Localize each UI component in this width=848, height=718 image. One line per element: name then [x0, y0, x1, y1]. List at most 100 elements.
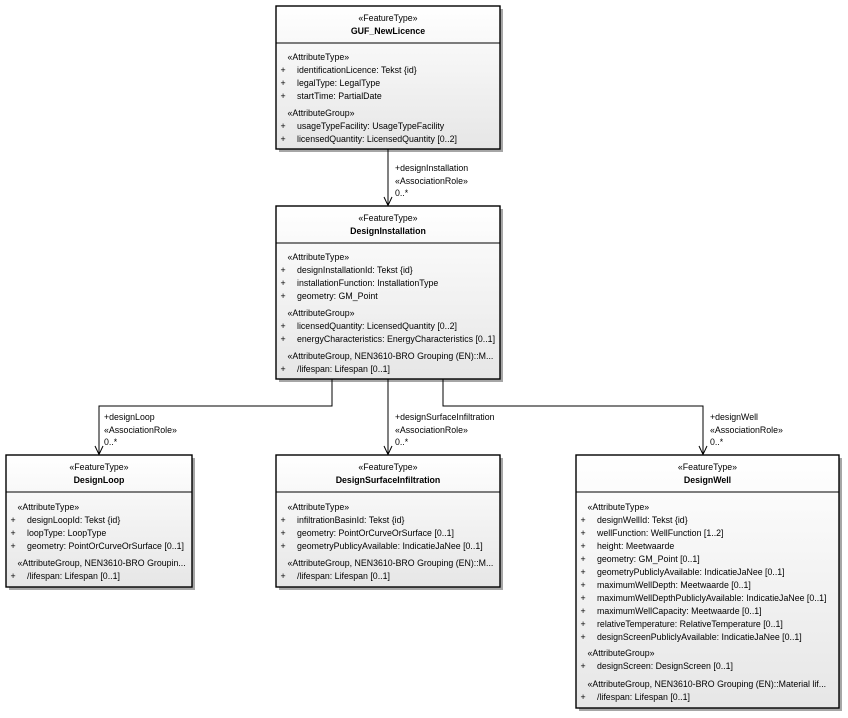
association-line [442, 379, 704, 455]
attribute-group-header: «AttributeType» [288, 502, 350, 512]
attribute-group-header: «AttributeType» [588, 502, 650, 512]
attribute: height: Meetwaarde [597, 541, 674, 551]
class-stereotype: «FeatureType» [358, 462, 417, 472]
attribute: legalType: LegalType [297, 78, 380, 88]
association-multiplicity-label: 0..* [395, 437, 409, 447]
attribute: geometryPublicyAvailable: IndicatieJaNee… [297, 541, 483, 551]
association-stereotype-label: «AssociationRole» [710, 425, 783, 435]
association-design-well[interactable]: +designWell «AssociationRole» 0..* [442, 379, 783, 456]
navigability-arrowhead [383, 445, 393, 456]
attribute-visibility: + [581, 692, 586, 702]
attribute-visibility: + [281, 571, 286, 581]
attribute: designLoopId: Tekst {id} [27, 515, 120, 525]
association-design-surface-infiltration[interactable]: +designSurfaceInfiltration «AssociationR… [383, 379, 495, 456]
attribute: energyCharacteristics: EnergyCharacteris… [297, 334, 495, 344]
class-name: DesignWell [684, 475, 731, 485]
attribute-group-header: «AttributeGroup, NEN3610-BRO Groupin... [18, 558, 186, 568]
association-stereotype-label: «AssociationRole» [395, 425, 468, 435]
class-frame [575, 454, 840, 709]
attribute-visibility: + [281, 528, 286, 538]
attribute-visibility: + [281, 515, 286, 525]
attribute-visibility: + [11, 541, 16, 551]
attribute-group-header: «AttributeGroup» [588, 648, 655, 658]
attribute-visibility: + [281, 121, 286, 131]
attribute-visibility: + [281, 364, 286, 374]
attribute: designScreenPubliclyAvailable: Indicatie… [597, 632, 802, 642]
attribute: geometry: GM_Point [297, 291, 378, 301]
attribute-group-header: «AttributeType» [288, 252, 350, 262]
navigability-arrowhead [94, 445, 104, 456]
attribute: identificationLicence: Tekst {id} [297, 65, 417, 75]
class-box-design-surface-infiltration[interactable]: «FeatureType» DesignSurfaceInfiltration … [275, 454, 503, 590]
class-frame [275, 205, 501, 380]
attribute-visibility: + [581, 567, 586, 577]
attribute: /lifespan: Lifespan [0..1] [27, 571, 120, 581]
attribute-visibility: + [581, 554, 586, 564]
attribute: licensedQuantity: LicensedQuantity [0..2… [297, 321, 457, 331]
association-design-loop[interactable]: +designLoop «AssociationRole» 0..* [94, 379, 333, 456]
attribute-visibility: + [581, 606, 586, 616]
association-role-label: +designWell [710, 412, 758, 422]
attribute-visibility: + [281, 134, 286, 144]
class-frame [5, 454, 193, 588]
attribute: usageTypeFacility: UsageTypeFacility [297, 121, 445, 131]
attribute-visibility: + [581, 580, 586, 590]
association-role-label: +designSurfaceInfiltration [395, 412, 495, 422]
attribute: /lifespan: Lifespan [0..1] [297, 571, 390, 581]
class-frame [275, 5, 501, 150]
attribute-visibility: + [281, 291, 286, 301]
attribute: maximumWellDepthPubliclyAvailable: Indic… [597, 593, 826, 603]
attribute: designWellId: Tekst {id} [597, 515, 688, 525]
class-name: DesignLoop [74, 475, 125, 485]
class-box-design-loop[interactable]: «FeatureType» DesignLoop «AttributeType»… [5, 454, 195, 590]
attribute: infiltrationBasinId: Tekst {id} [297, 515, 404, 525]
navigability-arrowhead [698, 445, 708, 456]
attribute-group-header: «AttributeGroup, NEN3610-BRO Grouping (E… [288, 351, 494, 361]
class-name: DesignSurfaceInfiltration [336, 475, 441, 485]
attribute: wellFunction: WellFunction [1..2] [596, 528, 723, 538]
association-role-label: +designInstallation [395, 163, 468, 173]
association-design-installation[interactable]: +designInstallation «AssociationRole» 0.… [383, 149, 468, 207]
association-line [98, 379, 333, 455]
class-frame [275, 454, 501, 588]
class-stereotype: «FeatureType» [358, 13, 417, 23]
association-multiplicity-label: 0..* [395, 188, 409, 198]
attribute: geometryPubliclyAvailable: IndicatieJaNe… [597, 567, 785, 577]
attribute: geometry: PointOrCurveOrSurface [0..1] [27, 541, 184, 551]
attribute-group-header: «AttributeGroup, NEN3610-BRO Grouping (E… [588, 679, 827, 689]
class-stereotype: «FeatureType» [69, 462, 128, 472]
attribute: maximumWellCapacity: Meetwaarde [0..1] [597, 606, 762, 616]
attribute-visibility: + [281, 65, 286, 75]
attribute: /lifespan: Lifespan [0..1] [597, 692, 690, 702]
attribute: designInstallationId: Tekst {id} [297, 265, 413, 275]
attribute: relativeTemperature: RelativeTemperature… [597, 619, 783, 629]
attribute-visibility: + [281, 321, 286, 331]
class-box-design-well[interactable]: «FeatureType» DesignWell «AttributeType»… [575, 454, 842, 711]
attribute-visibility: + [581, 619, 586, 629]
class-stereotype: «FeatureType» [678, 462, 737, 472]
attribute-visibility: + [281, 265, 286, 275]
class-stereotype: «FeatureType» [358, 213, 417, 223]
association-multiplicity-label: 0..* [710, 437, 724, 447]
attribute-group-header: «AttributeGroup» [288, 108, 355, 118]
attribute-group-header: «AttributeGroup, NEN3610-BRO Grouping (E… [288, 558, 494, 568]
attribute-visibility: + [281, 541, 286, 551]
attribute: maximumWellDepth: Meetwaarde [0..1] [597, 580, 751, 590]
attribute-visibility: + [581, 632, 586, 642]
association-role-label: +designLoop [104, 412, 155, 422]
attribute: licensedQuantity: LicensedQuantity [0..2… [297, 134, 457, 144]
attribute: geometry: GM_Point [0..1] [597, 554, 700, 564]
attribute-visibility: + [281, 278, 286, 288]
attribute-group-header: «AttributeType» [18, 502, 80, 512]
class-name: GUF_NewLicence [351, 26, 425, 36]
attribute-group-header: «AttributeGroup» [288, 308, 355, 318]
attribute: designScreen: DesignScreen [0..1] [597, 661, 733, 671]
attribute: startTime: PartialDate [297, 91, 382, 101]
attribute: geometry: PointOrCurveOrSurface [0..1] [297, 528, 454, 538]
attribute-visibility: + [281, 334, 286, 344]
class-box-guf-newlicence[interactable]: «FeatureType» GUF_NewLicence «AttributeT… [275, 5, 503, 152]
attribute: loopType: LoopType [27, 528, 106, 538]
attribute-visibility: + [281, 91, 286, 101]
class-box-design-installation[interactable]: «FeatureType» DesignInstallation «Attrib… [275, 205, 503, 382]
